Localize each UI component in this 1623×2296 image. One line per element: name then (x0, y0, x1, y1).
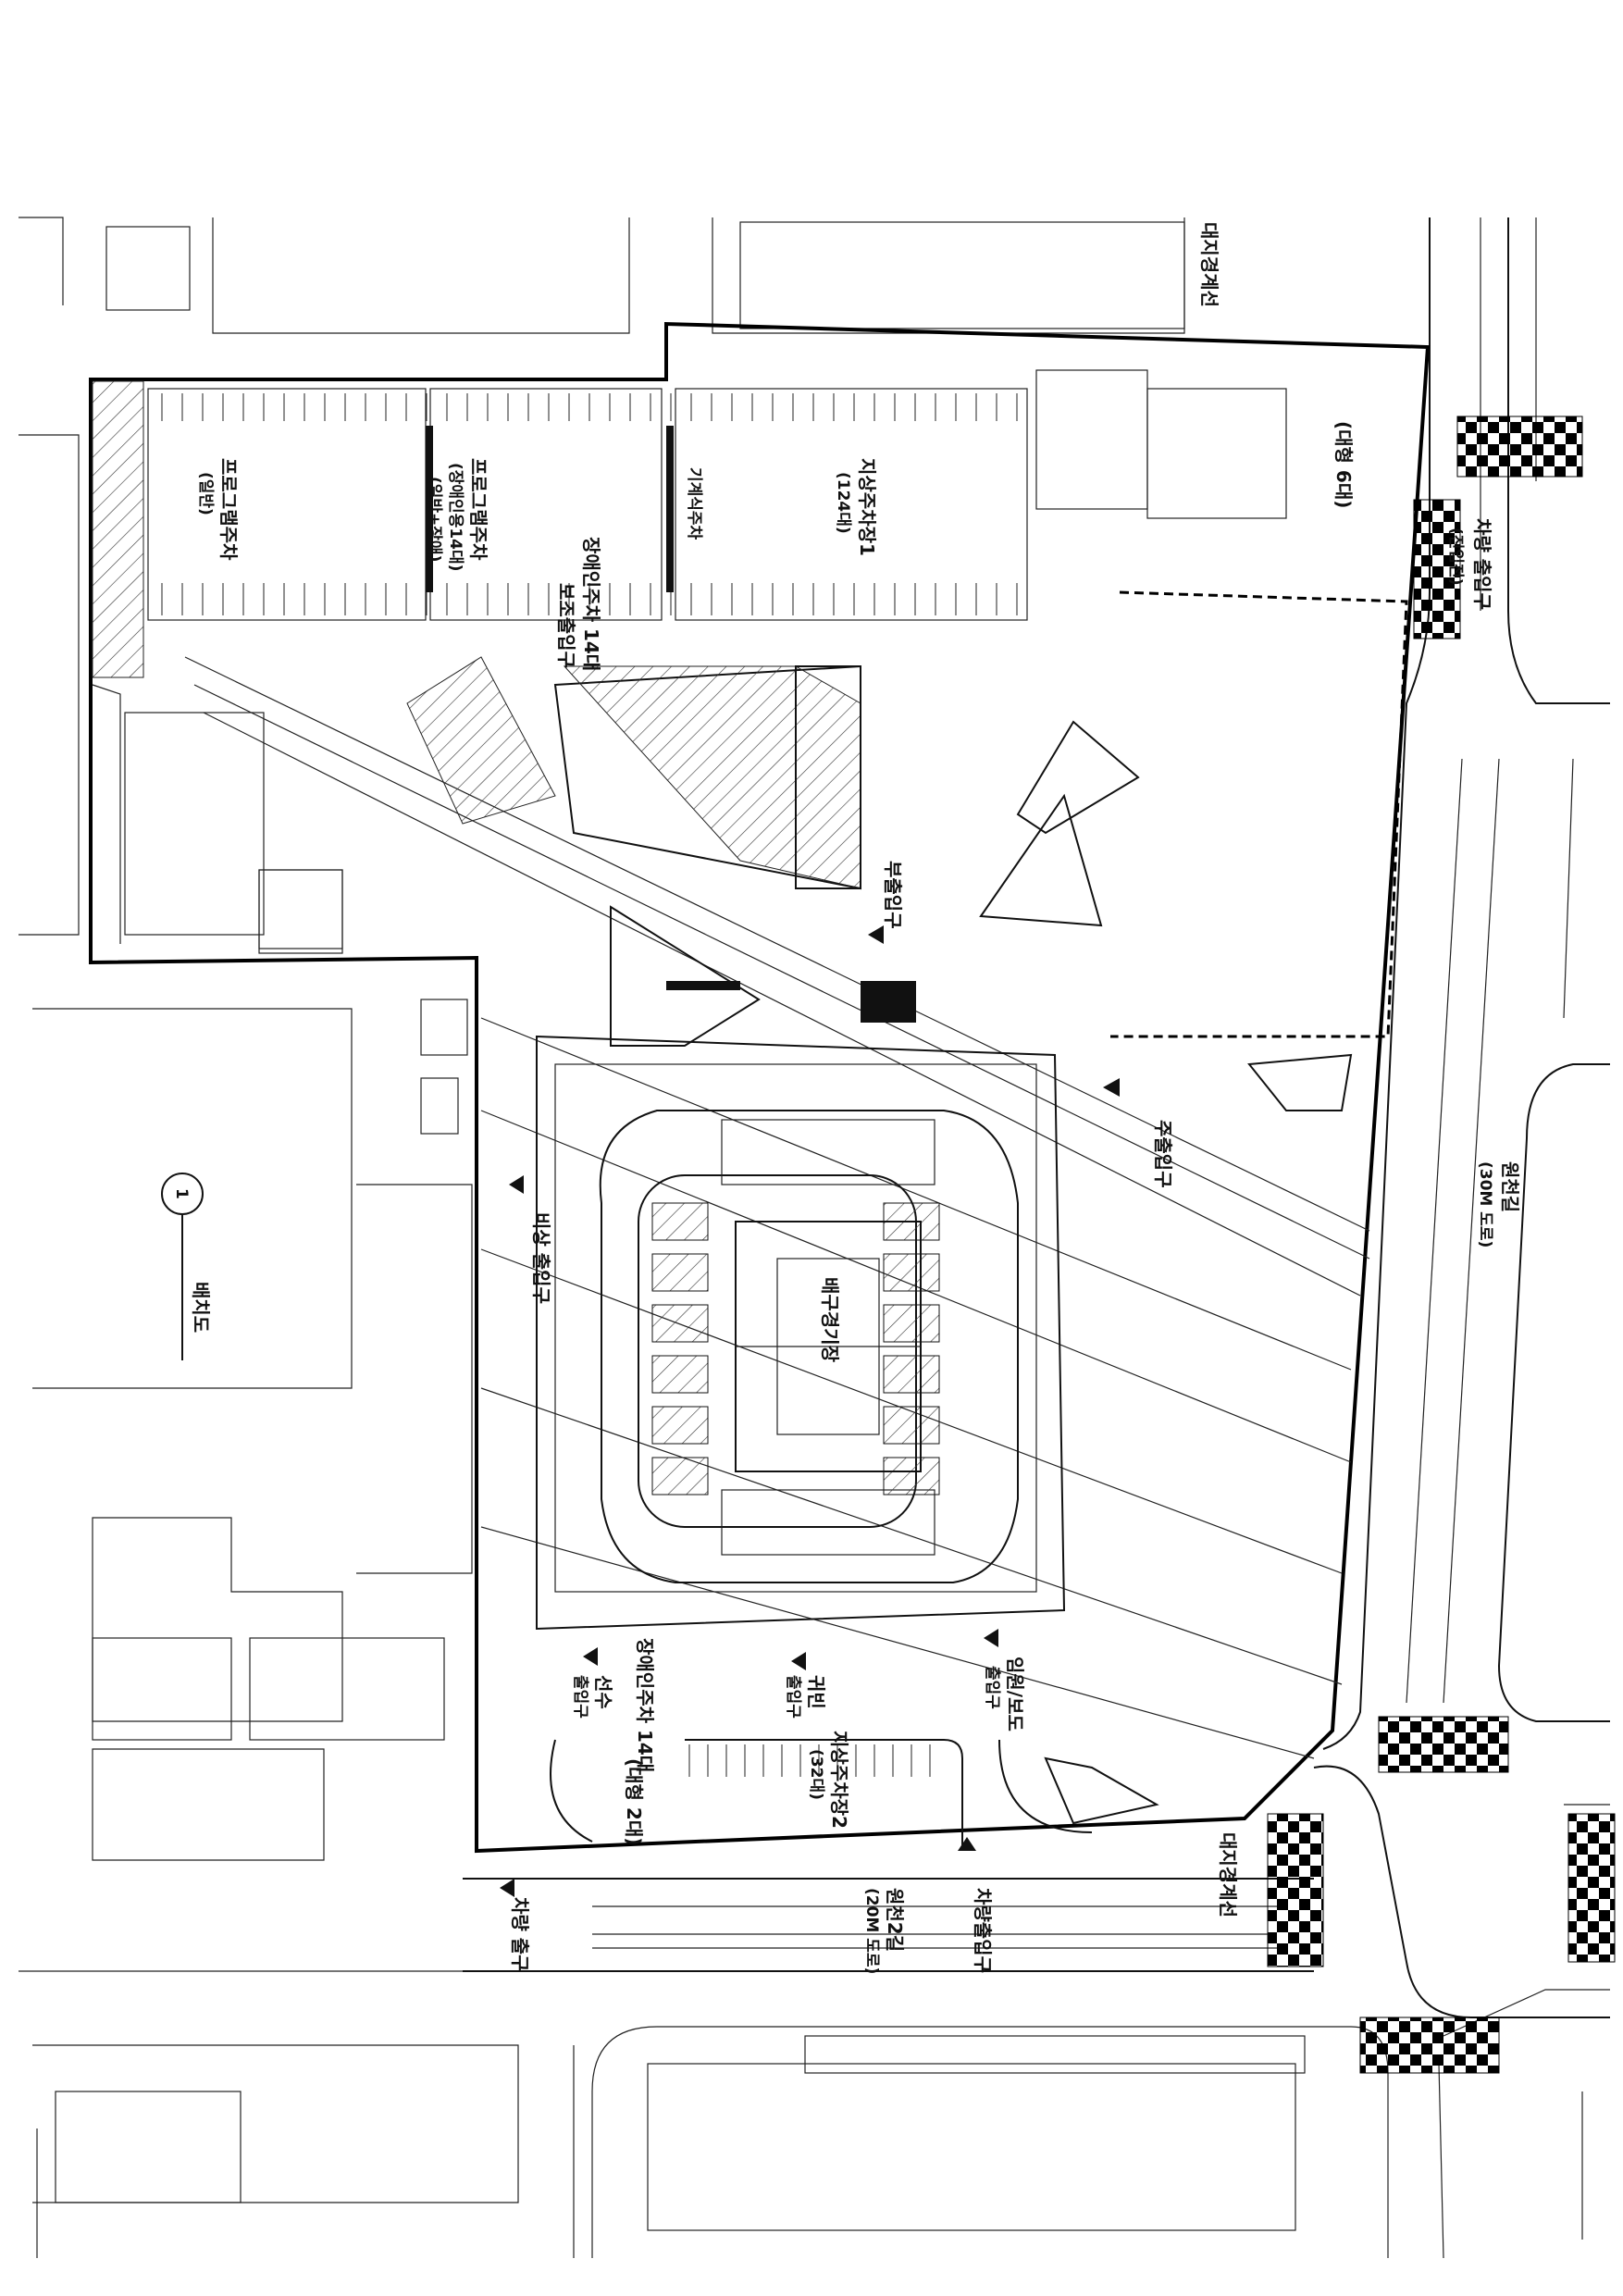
bleachers (651, 1202, 940, 1496)
site-boundary-bottom-label: 대지경계선 (1217, 1832, 1239, 1917)
bleacher-block (651, 1355, 709, 1394)
disabled-parking-top-label: 장애인주차 14대 (580, 537, 602, 671)
bottom-parking-stalls (688, 1744, 931, 1777)
program-parking-1-label: 프로그램주차 (217, 458, 240, 561)
crosswalks (1267, 416, 1616, 2074)
sub-entrance-label: 부출입구 (882, 861, 904, 929)
site-boundary (89, 321, 1431, 1854)
key-plan-number-label: 1 (172, 1188, 191, 1199)
bleacher-block (883, 1253, 940, 1292)
disabled-parking-bottom-label: 장애인주차 14대 (634, 1638, 656, 1772)
staff-entrance-label: 임원/보도 (1004, 1657, 1026, 1731)
vehicle-entrance-top-sub-label: (진입전) (1446, 527, 1465, 585)
parking-top-label: 지상주차장1 (856, 458, 878, 556)
arena-building[interactable] (536, 1035, 1066, 1631)
emergency-exit-label: 비상 출입구 (530, 1212, 552, 1304)
key-plan-label: 배치도 (190, 1282, 212, 1333)
bleacher-block (651, 1457, 709, 1496)
bus-6-label: (대형 6대) (1332, 421, 1355, 508)
parking-top-sub-label: (124대) (834, 472, 852, 534)
vip-entrance-sub-label: 출입구 (784, 1675, 802, 1719)
plan-labels: 대지경계선 차량 출입구 (진입전) (대형 6대) 지상주차장1 (124대)… (172, 222, 1521, 1974)
east-car-park (1110, 590, 1408, 1038)
roads (463, 217, 1610, 2018)
road-right-sub-label: (30M 도로) (1476, 1161, 1494, 1247)
bus-2-label: (대형 2대) (623, 1758, 645, 1845)
vehicle-entrance-bottom-label: 차량출입구 (972, 1888, 994, 1973)
road-left-label: 원천2길 (884, 1888, 906, 1952)
traffic-islands (979, 720, 1353, 1825)
road-right-label: 원천길 (1499, 1161, 1521, 1212)
bleacher-block (651, 1406, 709, 1445)
bleacher-block (883, 1457, 940, 1496)
program-parking-2-sub2-label: (일반+장애) (425, 477, 443, 562)
site-boundary-label: 대지경계선 (1198, 222, 1220, 307)
parking-bottom-sub-label: (32대) (807, 1749, 825, 1800)
mechanical-parking-label: 기계식주차 (685, 467, 703, 540)
bleacher-block (883, 1406, 940, 1445)
athlete-entrance-sub-label: 출입구 (571, 1675, 589, 1719)
volleyball-court-label: 배구경기장 (819, 1277, 841, 1363)
side-entrance-top-label: 보조출입구 (555, 583, 577, 668)
south-drop-off (550, 1739, 1093, 1851)
bleacher-block (651, 1304, 709, 1343)
staff-entrance-sub-label: 출입구 (983, 1666, 1001, 1709)
rail-corridor (184, 656, 1370, 1759)
north-building (406, 656, 916, 1047)
vehicle-exit-label: 차량 출구 (509, 1897, 531, 1972)
athlete-entrance-label: 선수 (592, 1675, 614, 1709)
bleacher-block (651, 1253, 709, 1292)
key-plan-marker (161, 1173, 204, 1360)
vip-entrance-label: 귀빈 (805, 1675, 827, 1709)
program-parking-2-sub-label: (장애인용14대) (446, 463, 465, 571)
program-parking-1-sub-label: (일반) (196, 472, 215, 515)
parking-bottom-label: 지상주차장2 (828, 1731, 850, 1829)
bleacher-block (883, 1304, 940, 1343)
top-left-parking (92, 369, 1287, 949)
bleacher-block (883, 1355, 940, 1394)
bleacher-block (651, 1202, 709, 1241)
parking-stalls (161, 393, 1018, 615)
context-buildings (19, 217, 1610, 2259)
road-left-sub-label: (20M 도로) (862, 1888, 881, 1974)
vehicle-entrance-top-label: 차량 출입구 (1471, 518, 1493, 610)
entrance-arrows (500, 925, 1120, 1897)
main-entrance-label: 주출입구 (1152, 1120, 1174, 1188)
program-parking-2-label: 프로그램주차 (467, 458, 489, 561)
